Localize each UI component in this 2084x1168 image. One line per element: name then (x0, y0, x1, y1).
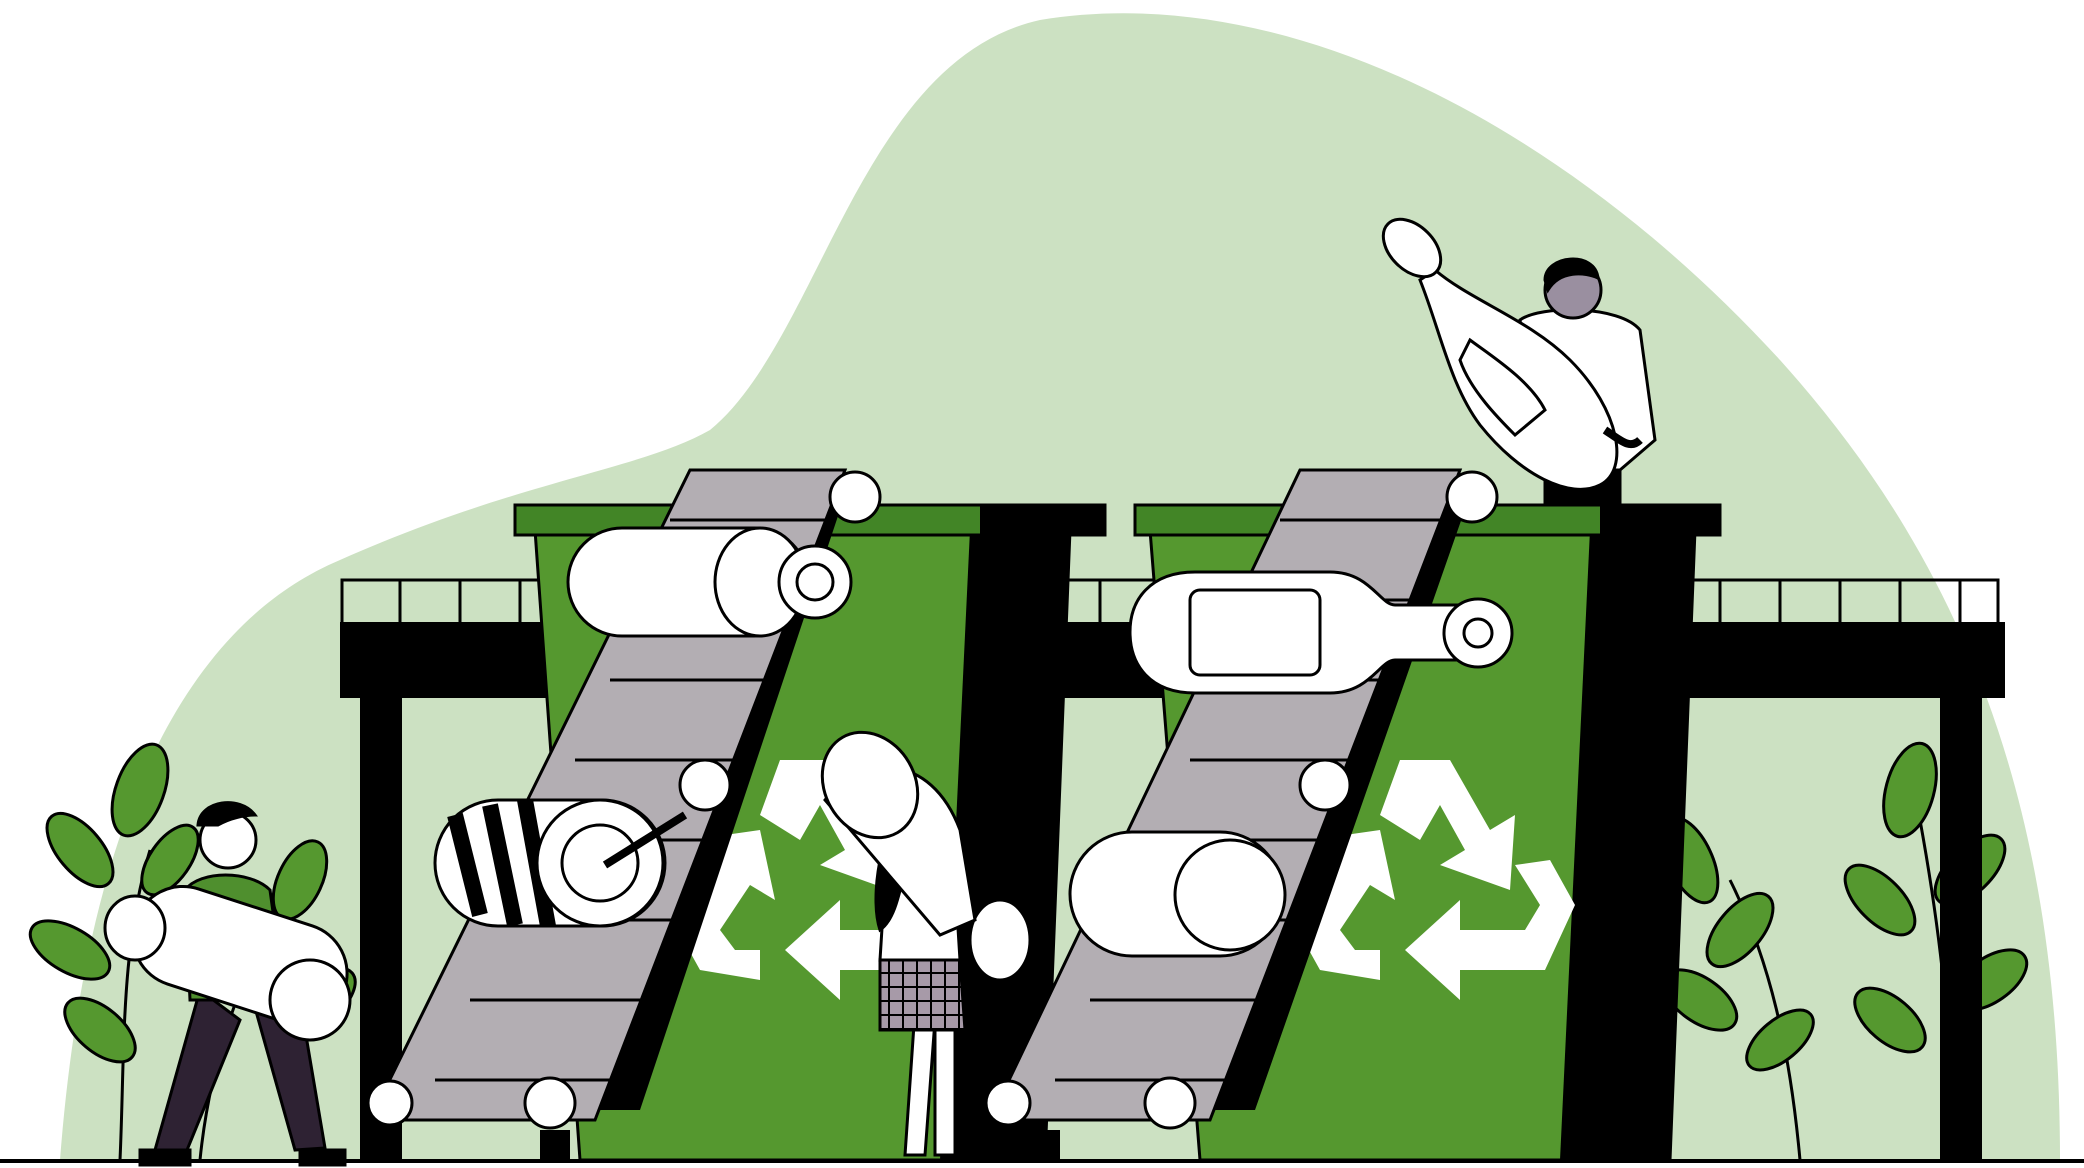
bottle-on-belt (566, 526, 853, 638)
wine-bottle-on-belt (1128, 570, 1514, 695)
bottle-on-belt (1068, 830, 1287, 958)
person-on-platform (1381, 217, 1657, 507)
recycle-icon (1295, 760, 1575, 1000)
person-carrying-bottle (103, 801, 352, 1167)
striped-bottle-on-belt (433, 798, 688, 928)
person-holding-bottle (820, 730, 1032, 1157)
